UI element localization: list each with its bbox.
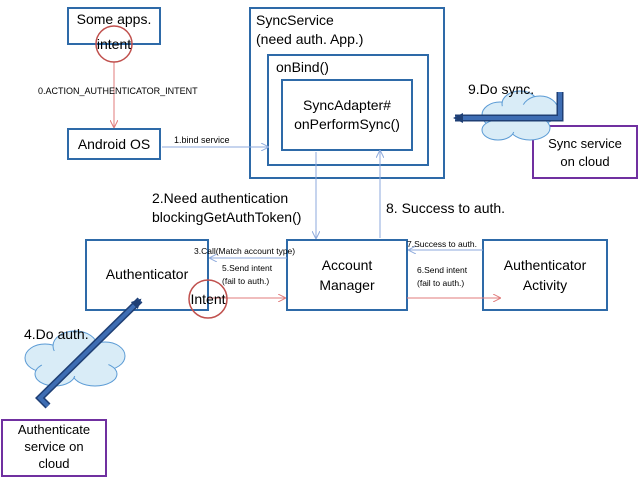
on-bind-label: onBind() bbox=[276, 59, 329, 75]
sync-cloud-box bbox=[532, 125, 638, 179]
authenticator-box bbox=[85, 239, 209, 311]
sync-service-subtitle: (need auth. App.) bbox=[256, 31, 363, 47]
label-step3: 3.Call(Match account type) bbox=[194, 246, 295, 256]
account-manager-line2: Manager bbox=[319, 277, 375, 293]
intent-circle-authenticator bbox=[188, 279, 228, 319]
authenticator-activity-line2: Activity bbox=[523, 277, 567, 293]
auth-cloud-box bbox=[1, 419, 107, 477]
sync-cloud-line2: on cloud bbox=[560, 154, 609, 169]
intent-label-authenticator: Intent bbox=[190, 291, 225, 307]
label-step2-line2: blockingGetAuthToken() bbox=[152, 209, 301, 225]
some-apps-box bbox=[67, 7, 161, 45]
label-step2-line1: 2.Need authentication bbox=[152, 190, 288, 206]
sync-service-title: SyncService bbox=[256, 12, 334, 28]
intent-label-top: intent bbox=[97, 36, 131, 52]
intent-circle-top bbox=[95, 25, 133, 63]
sync-cloud-line1: Sync service bbox=[548, 136, 622, 151]
label-step5-line1: 5.Send intent bbox=[222, 263, 273, 273]
authenticator-label: Authenticator bbox=[106, 266, 189, 282]
account-manager-line1: Account bbox=[322, 257, 373, 273]
authenticator-activity-box bbox=[482, 239, 608, 311]
label-step7: 7.Success to auth. bbox=[407, 239, 477, 249]
authenticator-activity-line1: Authenticator bbox=[504, 257, 587, 273]
label-step6-line2: (fail to auth.) bbox=[417, 278, 464, 288]
auth-cloud-line3: cloud bbox=[38, 456, 69, 471]
auth-cloud-line1: Authenticate bbox=[18, 422, 90, 437]
label-step6-line1: 6.Send intent bbox=[417, 265, 468, 275]
auth-cloud-line2: service on bbox=[24, 439, 83, 454]
label-step8: 8. Success to auth. bbox=[386, 200, 505, 216]
label-step0: 0.ACTION_AUTHENTICATOR_INTENT bbox=[38, 86, 198, 96]
label-step5-line2: (fail to auth.) bbox=[222, 276, 269, 286]
label-step1: 1.bind service bbox=[174, 135, 230, 145]
sync-bolt-arrow bbox=[453, 92, 564, 123]
sync-adapter-box bbox=[281, 79, 413, 151]
sync-adapter-line2: onPerformSync() bbox=[294, 116, 400, 132]
account-manager-box bbox=[286, 239, 408, 311]
auth-bolt-arrow bbox=[35, 297, 143, 409]
sync-adapter-line1: SyncAdapter# bbox=[303, 97, 391, 113]
android-os-label: Android OS bbox=[78, 136, 150, 152]
android-os-box bbox=[67, 128, 161, 160]
label-step9: 9.Do sync. bbox=[468, 81, 534, 97]
label-step4: 4.Do auth. bbox=[24, 326, 89, 342]
some-apps-label: Some apps. bbox=[77, 11, 152, 27]
